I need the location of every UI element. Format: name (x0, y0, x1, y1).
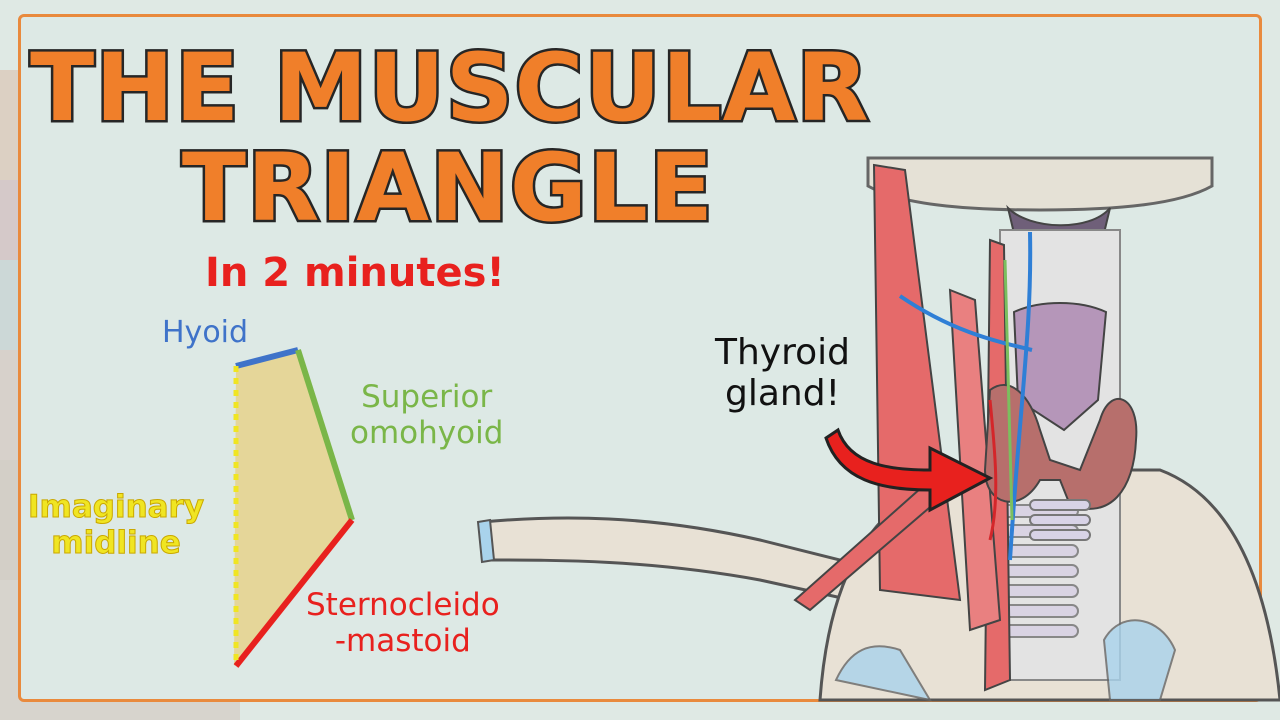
subtitle: In 2 minutes! (205, 250, 505, 296)
imaginary-midline-label: Imaginary midline (27, 489, 205, 561)
thyroid-arrow (824, 427, 994, 513)
superior-omohyoid-label: Superior omohyoid (350, 379, 504, 451)
muscular-triangle-schematic (233, 347, 355, 668)
sternocleidomastoid-line (233, 518, 355, 668)
superior-omohyoid-line (295, 349, 355, 521)
title-line-2: TRIANGLE (179, 134, 715, 243)
title-line-1: THE MUSCULAR (28, 34, 872, 143)
neck-illustration (476, 156, 1280, 702)
hyoid-line (235, 347, 299, 369)
thyroid-gland-label: Thyroid gland! (715, 332, 850, 415)
clavicle-left (480, 516, 862, 604)
hyoid-label: Hyoid (162, 315, 249, 350)
sternocleidomastoid-label: Sternocleido -mastoid (306, 587, 500, 659)
skull-base (866, 156, 1214, 212)
